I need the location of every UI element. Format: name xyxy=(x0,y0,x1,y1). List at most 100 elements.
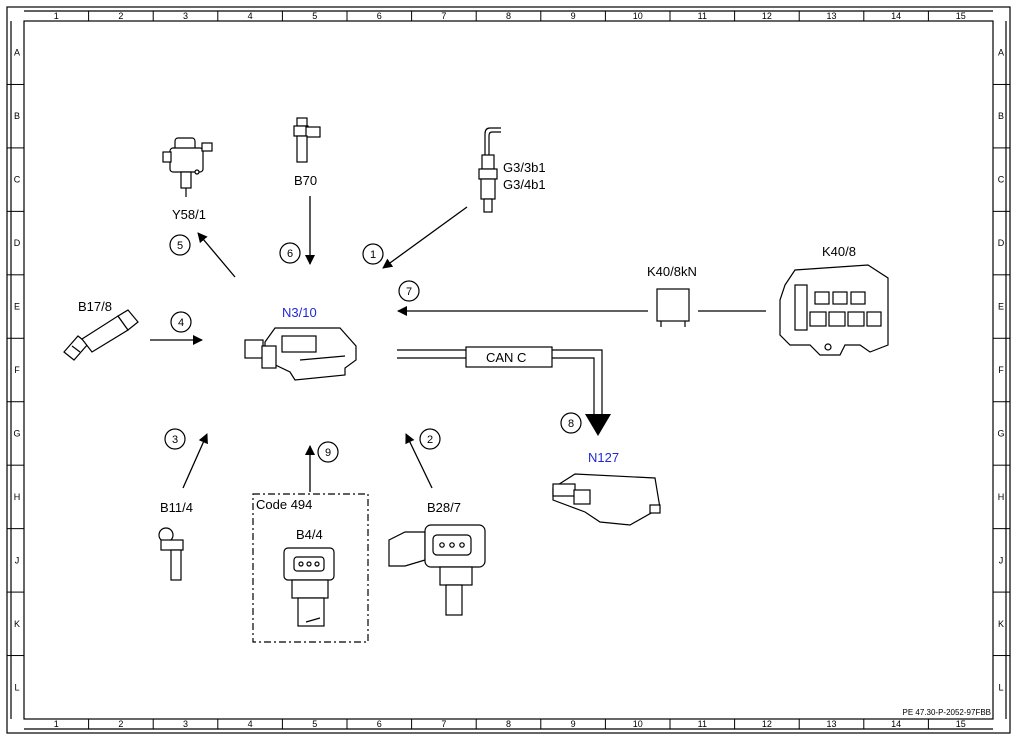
grid-row-label: D xyxy=(998,238,1005,248)
component-n3-10-ecu xyxy=(244,327,357,381)
grid-column-label: 15 xyxy=(956,11,966,21)
grid-column-label: 10 xyxy=(633,719,643,729)
grid-column-label: 1 xyxy=(54,719,59,729)
grid-row-label: G xyxy=(997,428,1004,438)
svg-text:2: 2 xyxy=(427,434,433,446)
grid-row-label: F xyxy=(998,365,1004,375)
step-8: 8 xyxy=(560,412,582,434)
grid-column-label: 13 xyxy=(826,11,836,21)
svg-text:4: 4 xyxy=(178,317,184,329)
grid-column-label: 7 xyxy=(441,719,446,729)
grid-row-label: A xyxy=(998,48,1004,58)
svg-text:3: 3 xyxy=(172,434,178,446)
component-b11-4 xyxy=(158,527,184,581)
step-5: 5 xyxy=(169,234,191,256)
grid-column-label: 3 xyxy=(183,11,188,21)
label-code-494: Code 494 xyxy=(256,497,312,512)
document-reference: PE 47.30-P-2052-97FBB xyxy=(903,708,992,717)
grid-column-label: 4 xyxy=(248,11,253,21)
grid-row-label: J xyxy=(999,555,1004,565)
label-can-c: CAN C xyxy=(486,350,526,365)
grid-row-label: C xyxy=(14,175,21,185)
grid-column-label: 12 xyxy=(762,719,772,729)
step-1: 1 xyxy=(362,243,384,265)
step-3: 3 xyxy=(164,428,186,450)
grid-column-label: 9 xyxy=(571,719,576,729)
grid-row-label: K xyxy=(998,619,1004,629)
grid-column-label: 7 xyxy=(441,11,446,21)
grid-row-label: K xyxy=(14,619,20,629)
drawing-frame: 1122334455667788991010111112121313141415… xyxy=(6,6,1011,734)
component-b28-7 xyxy=(388,524,486,616)
grid-column-label: 15 xyxy=(956,719,966,729)
grid-row-label: A xyxy=(14,48,20,58)
grid-row-label: E xyxy=(14,302,20,312)
grid-column-label: 6 xyxy=(377,719,382,729)
svg-text:8: 8 xyxy=(568,418,574,430)
grid-column-label: 6 xyxy=(377,11,382,21)
label-y58-1: Y58/1 xyxy=(172,207,206,222)
component-b70 xyxy=(293,117,321,163)
label-n3-10: N3/10 xyxy=(282,305,317,320)
step-2: 2 xyxy=(419,428,441,450)
grid-column-label: 13 xyxy=(826,719,836,729)
grid-row-label: D xyxy=(14,238,21,248)
code-494-box xyxy=(252,493,369,643)
component-b4-4 xyxy=(283,547,335,627)
label-b17-8: B17/8 xyxy=(78,299,112,314)
grid-column-label: 8 xyxy=(506,11,511,21)
component-g3-oxygen-sensor xyxy=(478,127,501,213)
component-y58-1 xyxy=(162,137,213,197)
grid-column-label: 11 xyxy=(698,11,707,21)
step-6: 6 xyxy=(279,242,301,264)
grid-column-label: 14 xyxy=(891,719,901,729)
grid-column-label: 5 xyxy=(312,719,317,729)
step-7: 7 xyxy=(398,280,420,302)
label-k40-8kn: K40/8kN xyxy=(647,264,697,279)
label-b11-4: B11/4 xyxy=(160,500,193,515)
label-b28-7: B28/7 xyxy=(427,500,461,515)
grid-row-label: E xyxy=(998,302,1004,312)
component-n127 xyxy=(552,473,661,526)
grid-column-label: 5 xyxy=(312,11,317,21)
grid-column-label: 3 xyxy=(183,719,188,729)
component-b17-8 xyxy=(63,309,139,361)
label-b70: B70 xyxy=(294,173,317,188)
label-g3-4b1: G3/4b1 xyxy=(503,177,546,192)
grid-row-label: F xyxy=(14,365,20,375)
svg-text:1: 1 xyxy=(370,249,376,261)
svg-text:7: 7 xyxy=(406,286,412,298)
grid-row-label: L xyxy=(14,682,19,692)
grid-column-label: 4 xyxy=(248,719,253,729)
svg-text:6: 6 xyxy=(287,248,293,260)
grid-column-label: 11 xyxy=(698,719,707,729)
grid-column-label: 14 xyxy=(891,11,901,21)
component-k40-8kn xyxy=(656,288,690,327)
grid-column-label: 2 xyxy=(118,719,123,729)
grid-row-label: G xyxy=(13,428,20,438)
signal-arrows xyxy=(150,196,766,492)
step-9: 9 xyxy=(317,441,339,463)
grid-column-label: 12 xyxy=(762,11,772,21)
component-k40-8 xyxy=(779,264,889,356)
grid-row-label: B xyxy=(998,111,1004,121)
grid-column-label: 8 xyxy=(506,719,511,729)
grid-row-label: L xyxy=(998,682,1003,692)
svg-text:5: 5 xyxy=(177,240,183,252)
grid-row-label: H xyxy=(14,492,21,502)
label-n127: N127 xyxy=(588,450,619,465)
grid-row-label: H xyxy=(998,492,1005,502)
svg-text:9: 9 xyxy=(325,447,331,459)
grid-column-label: 10 xyxy=(633,11,643,21)
grid-row-label: J xyxy=(15,555,20,565)
step-4: 4 xyxy=(170,311,192,333)
label-g3-3b1: G3/3b1 xyxy=(503,160,546,175)
grid-row-label: C xyxy=(998,175,1005,185)
grid-column-label: 9 xyxy=(571,11,576,21)
grid-column-label: 2 xyxy=(118,11,123,21)
label-b4-4: B4/4 xyxy=(296,527,323,542)
grid-column-label: 1 xyxy=(54,11,59,21)
grid-row-label: B xyxy=(14,111,20,121)
label-k40-8: K40/8 xyxy=(822,244,856,259)
